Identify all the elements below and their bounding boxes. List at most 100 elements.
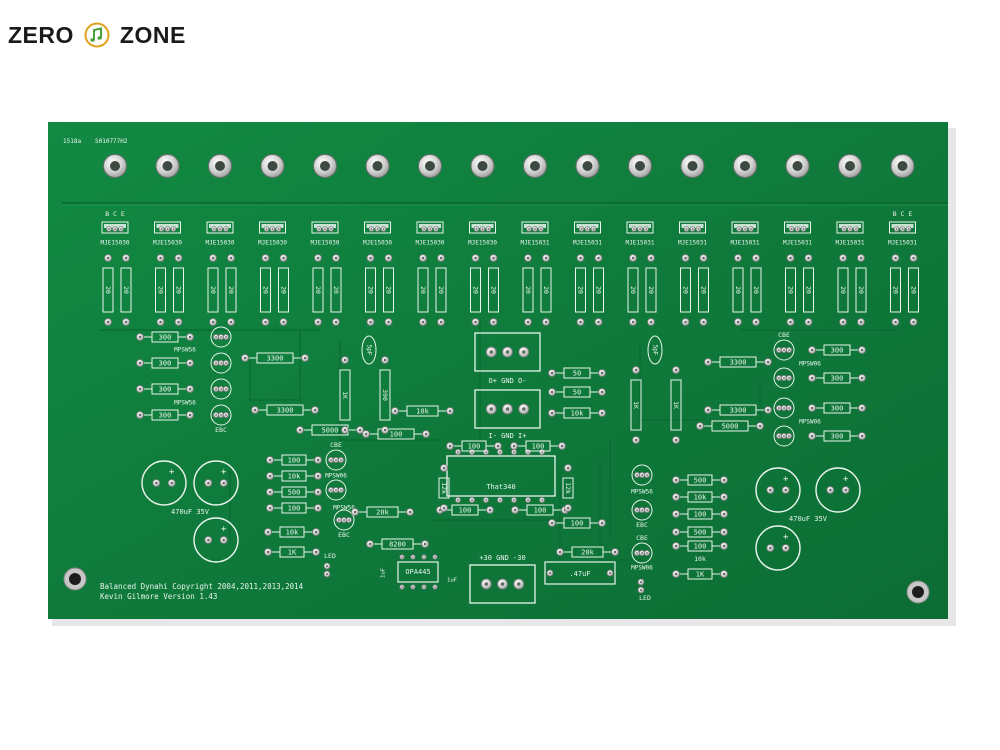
transistor-label: MPSW56 xyxy=(333,505,355,512)
resistor-body xyxy=(803,267,814,313)
small-capacitor xyxy=(647,335,663,365)
resistor-body xyxy=(526,504,554,516)
resistor-value: 20 xyxy=(595,286,603,294)
power-transistor: MJE15030 xyxy=(363,221,392,247)
electrolytic-capacitor: + xyxy=(755,467,801,513)
drill-hole xyxy=(550,411,554,415)
tab-mark xyxy=(681,224,704,228)
copper-trace xyxy=(639,340,700,421)
drill-hole xyxy=(325,564,329,568)
resistor-body xyxy=(593,267,604,313)
drill-hole xyxy=(442,506,446,510)
resistor: 1K xyxy=(672,568,728,580)
drill-hole xyxy=(634,438,638,442)
drill-hole xyxy=(421,320,425,324)
output-pad-hole xyxy=(162,161,173,171)
drill-hole xyxy=(722,544,726,548)
tab-mark xyxy=(839,224,861,228)
transistor-outline xyxy=(631,542,653,564)
drill-hole xyxy=(790,228,793,230)
drill-hole xyxy=(106,320,110,324)
capacitor-outline xyxy=(755,467,801,513)
drill-hole xyxy=(358,428,362,432)
capacitor-outline xyxy=(193,460,239,506)
drill-hole xyxy=(641,552,643,554)
pinout-label: CBE xyxy=(330,441,342,449)
transistor-part-number: MJE15030 xyxy=(416,240,445,247)
transistor-outline xyxy=(311,221,339,234)
transistor-outline xyxy=(210,352,232,374)
drill-hole xyxy=(634,368,638,372)
resistor-body xyxy=(417,267,429,313)
drill-hole xyxy=(207,481,210,485)
tab-mark xyxy=(524,224,546,228)
drill-hole xyxy=(387,320,390,324)
drill-hole xyxy=(754,320,758,324)
drill-hole xyxy=(796,228,799,230)
resistor-body xyxy=(151,357,179,369)
resistor-value: 100 xyxy=(390,431,403,439)
transistor-part-number: MJE15030 xyxy=(206,240,235,247)
resistor: 20 xyxy=(855,254,867,326)
terminal-label: +30 GND -30 xyxy=(479,554,525,562)
resistor-value: 10k xyxy=(694,555,706,563)
resistor-value: 20k xyxy=(376,509,389,517)
resistor: 500 xyxy=(672,526,728,538)
power-transistor: MJE15031 xyxy=(521,221,550,247)
music-note-icon xyxy=(84,22,110,48)
drill-hole xyxy=(698,424,702,428)
transistor-outline xyxy=(469,221,496,234)
transistor-part-number: MJE15031 xyxy=(836,240,865,247)
terminal-outline xyxy=(469,564,536,604)
drill-hole xyxy=(702,256,705,260)
resistor: 20 xyxy=(750,254,762,326)
transistor-outline xyxy=(210,404,232,426)
resistor: 12k xyxy=(438,464,450,512)
transistor-label: MPSW06 xyxy=(325,473,347,480)
drill-hole xyxy=(522,350,526,354)
resistor-value: 20 xyxy=(805,286,813,294)
drill-hole xyxy=(788,377,790,379)
resistor: 20 xyxy=(732,254,744,326)
resistor-value: 20 xyxy=(367,286,375,294)
drill-hole xyxy=(592,228,595,230)
drill-hole xyxy=(159,320,162,324)
transistor-outline xyxy=(679,221,706,234)
resistor: 300 xyxy=(136,383,194,395)
output-pad-hole xyxy=(635,161,645,171)
drill-hole xyxy=(841,256,845,260)
transistor-label: MPSW56 xyxy=(631,489,653,496)
drill-hole xyxy=(633,228,635,230)
electrolytic-capacitor: + xyxy=(141,460,187,506)
drill-hole xyxy=(512,444,516,448)
resistor-body xyxy=(383,267,394,313)
resistor-body xyxy=(563,407,591,419)
resistor-body xyxy=(680,267,691,313)
capacitor-rating: 470uF 35V xyxy=(789,515,828,523)
resistor-body xyxy=(522,267,534,313)
drill-hole xyxy=(424,432,428,436)
drill-hole xyxy=(706,360,710,364)
resistor: 20 xyxy=(155,254,166,326)
drill-hole xyxy=(448,409,452,413)
resistor-value: 20 xyxy=(437,286,445,294)
resistor-value: 8200 xyxy=(389,541,406,549)
resistor-body xyxy=(575,267,586,313)
resistor-value: 50 xyxy=(573,370,581,378)
drill-hole xyxy=(674,495,678,499)
resistor-value: 500 xyxy=(694,529,707,537)
transistor-outline xyxy=(521,221,549,234)
drill-hole xyxy=(353,510,357,514)
resistor-body xyxy=(540,267,552,313)
drill-hole xyxy=(343,358,347,362)
drill-hole xyxy=(907,228,910,230)
drill-hole xyxy=(784,488,787,492)
resistor: 3300 xyxy=(704,356,772,368)
resistor-body xyxy=(750,267,762,313)
power-transistor: MJE15030 xyxy=(311,221,340,247)
corner-code: 1518a xyxy=(63,138,81,145)
logo-word-right: ZONE xyxy=(119,21,186,48)
resistor: 12k xyxy=(562,464,574,512)
drill-hole xyxy=(534,228,536,230)
resistor-body xyxy=(470,267,481,313)
